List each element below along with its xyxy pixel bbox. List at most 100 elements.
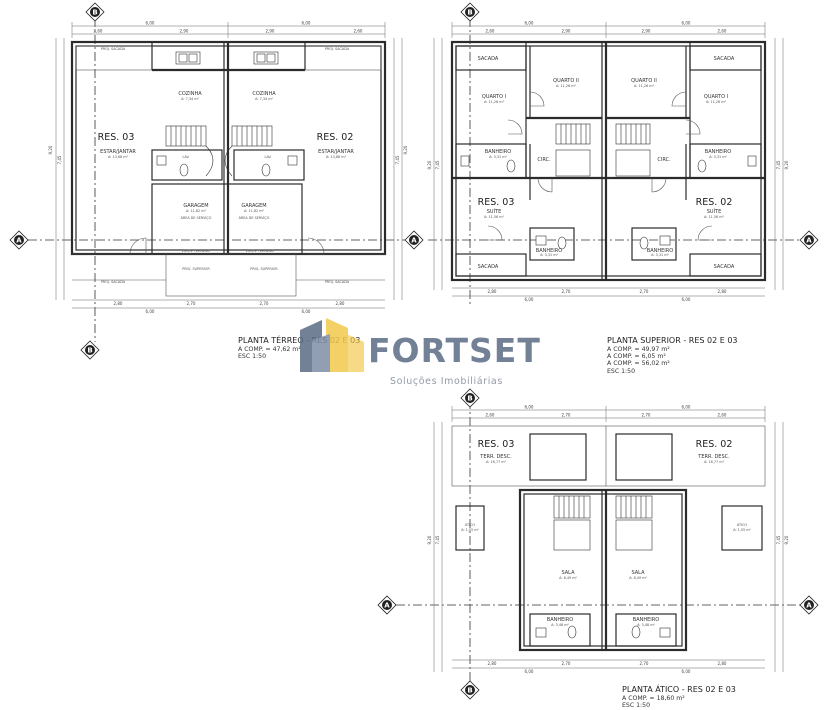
axis-label: B: [467, 687, 472, 695]
room-label: SACADA: [478, 56, 499, 62]
dim-label: 6,00: [682, 669, 691, 674]
room-area: A: 7,34 m²: [255, 97, 273, 101]
axis-marker-b-bottom-left: B: [80, 340, 100, 360]
axis-label: B: [87, 347, 92, 355]
room-label: PROJ. SACADA: [325, 47, 350, 51]
dim-label: 2,70: [562, 289, 571, 294]
dim-label: 2,60: [354, 29, 363, 34]
dim-label: 2,70: [640, 289, 649, 294]
axis-label: B: [467, 395, 472, 403]
room-area: A: 3,31 m²: [540, 253, 558, 257]
axis-label: A: [411, 237, 417, 245]
room-area: A: 3,48 m²: [551, 623, 569, 627]
dim-label: 2,60: [486, 413, 495, 418]
room-label: SACADA: [714, 264, 735, 270]
upper-floor-title-block: PLANTA SUPERIOR - RES 02 E 03 A COMP. = …: [607, 336, 738, 375]
dim-label: 9,20: [784, 160, 789, 169]
room-area: A: 13,68 m²: [326, 155, 347, 159]
dim-label: 7,45: [435, 160, 440, 169]
room-label: BANHEIRO: [485, 149, 511, 155]
dim-label: 2,60: [718, 413, 727, 418]
room-area: A: 7,34 m²: [181, 97, 199, 101]
room-label: BANHEIRO: [633, 617, 659, 623]
room-label: ÁREA DE SERVIÇO: [239, 215, 270, 220]
axis-label: A: [806, 602, 812, 610]
dim-label: 2,80: [718, 289, 727, 294]
room-area: A: 11,26 m²: [706, 100, 727, 104]
room-label: QUARTO I: [482, 94, 506, 100]
room-area: A: 11,82 m²: [186, 209, 207, 213]
dim-label: 7,45: [435, 535, 440, 544]
dim-label: 6,00: [302, 309, 311, 314]
axis-marker-a-attic-left: A: [377, 595, 397, 615]
dim-label: 6,00: [146, 21, 155, 26]
room-area: A: 11,82 m²: [244, 209, 265, 213]
dim-label: 2,70: [642, 413, 651, 418]
dim-label: 2,60: [718, 29, 727, 34]
axis-marker-a-mid: A: [404, 230, 424, 250]
dim-label: 6,00: [682, 297, 691, 302]
room-area: A: 3,31 m²: [651, 253, 669, 257]
dim-label: 2,60: [94, 29, 103, 34]
upper-floor-scale: ESC 1:50: [607, 368, 635, 375]
room-label: PROJ. SUPERIOR: [250, 267, 278, 271]
room-area: A: 8,49 m²: [559, 576, 577, 580]
room-label: TERR. DESC.: [697, 454, 730, 460]
dim-label: 7,45: [776, 160, 781, 169]
dim-label: 9,20: [427, 535, 432, 544]
room-area: A: 11,26 m²: [484, 100, 505, 104]
attic-floor-scale: ESC 1:50: [622, 702, 650, 709]
logo-slogan: Soluções Imobiliárias: [390, 376, 503, 387]
room-label: LIMITE TERRENO: [246, 249, 275, 253]
room-area: A: 3,48 m²: [637, 623, 655, 627]
room-area: A: 1,05 m²: [461, 528, 479, 532]
ground-floor-plan: 6,00 6,00 2,60 2,90 2,90 2,60 9,20 7,45 …: [48, 21, 408, 315]
axis-marker-b-top-left: B: [85, 2, 105, 22]
attic-floor-title: PLANTA ÁTICO - RES 02 E 03: [622, 683, 736, 694]
dim-label: 6,00: [525, 297, 534, 302]
room-label: SACADA: [714, 56, 735, 62]
room-area: A: 11,26 m²: [634, 84, 655, 88]
room-label: ESTAR/JANTAR: [318, 149, 354, 155]
room-label: BANHEIRO: [536, 248, 562, 254]
dim-label: 2,70: [187, 301, 196, 306]
dim-label: 9,20: [784, 535, 789, 544]
dim-label: 9,20: [427, 160, 432, 169]
upper-floor-area-1: A COMP. = 49,97 m²: [607, 346, 670, 353]
dim-label: 6,00: [302, 21, 311, 26]
room-label: ÁTICO: [465, 522, 475, 527]
room-area: A: 11,56 m²: [704, 215, 725, 219]
room-label: BANHEIRO: [705, 149, 731, 155]
room-label: BANHEIRO: [647, 248, 673, 254]
residence-label-03: RES. 03: [478, 197, 515, 208]
room-label: PROJ. SACADA: [325, 280, 350, 284]
upper-floor-plan: 6,00 6,00 2,60 2,90 2,90 2,60 9,20 7,45 …: [427, 21, 789, 303]
dim-label: 2,70: [562, 661, 571, 666]
room-label: SACADA: [478, 264, 499, 270]
dim-label: 2,90: [642, 29, 651, 34]
dim-label: 2,70: [640, 661, 649, 666]
room-area: A: 13,68 m²: [108, 155, 129, 159]
ground-floor-scale: ESC 1:50: [238, 353, 266, 360]
axis-label: B: [467, 9, 472, 17]
room-label: SUÍTE: [487, 208, 502, 215]
fortset-logo-mark: [300, 318, 364, 372]
attic-floor-plan: 6,00 6,00 2,60 2,70 2,70 2,60 9,20 7,45 …: [427, 405, 789, 675]
dim-label: 7,45: [776, 535, 781, 544]
room-label: CIRC.: [537, 157, 551, 163]
room-label: ÁREA DE SERVIÇO: [181, 215, 212, 220]
room-label: COZINHA: [252, 91, 276, 97]
room-label: ÁTICO: [737, 522, 747, 527]
room-label: QUARTO I: [704, 94, 728, 100]
room-label: PROJ. SUPERIOR: [182, 267, 210, 271]
residence-label-02: RES. 02: [696, 439, 733, 450]
axis-marker-b-bottom-attic: B: [460, 680, 480, 700]
axis-label: B: [92, 9, 97, 17]
dim-label: 2,80: [718, 661, 727, 666]
dim-label: 2,90: [562, 29, 571, 34]
ground-floor-area: A COMP. = 47,62 m²: [238, 346, 301, 353]
dim-label: 2,70: [260, 301, 269, 306]
ground-floor-title: PLANTA TÉRREO - RES 02 E 03: [238, 334, 360, 345]
residence-label-02: RES. 02: [696, 197, 733, 208]
